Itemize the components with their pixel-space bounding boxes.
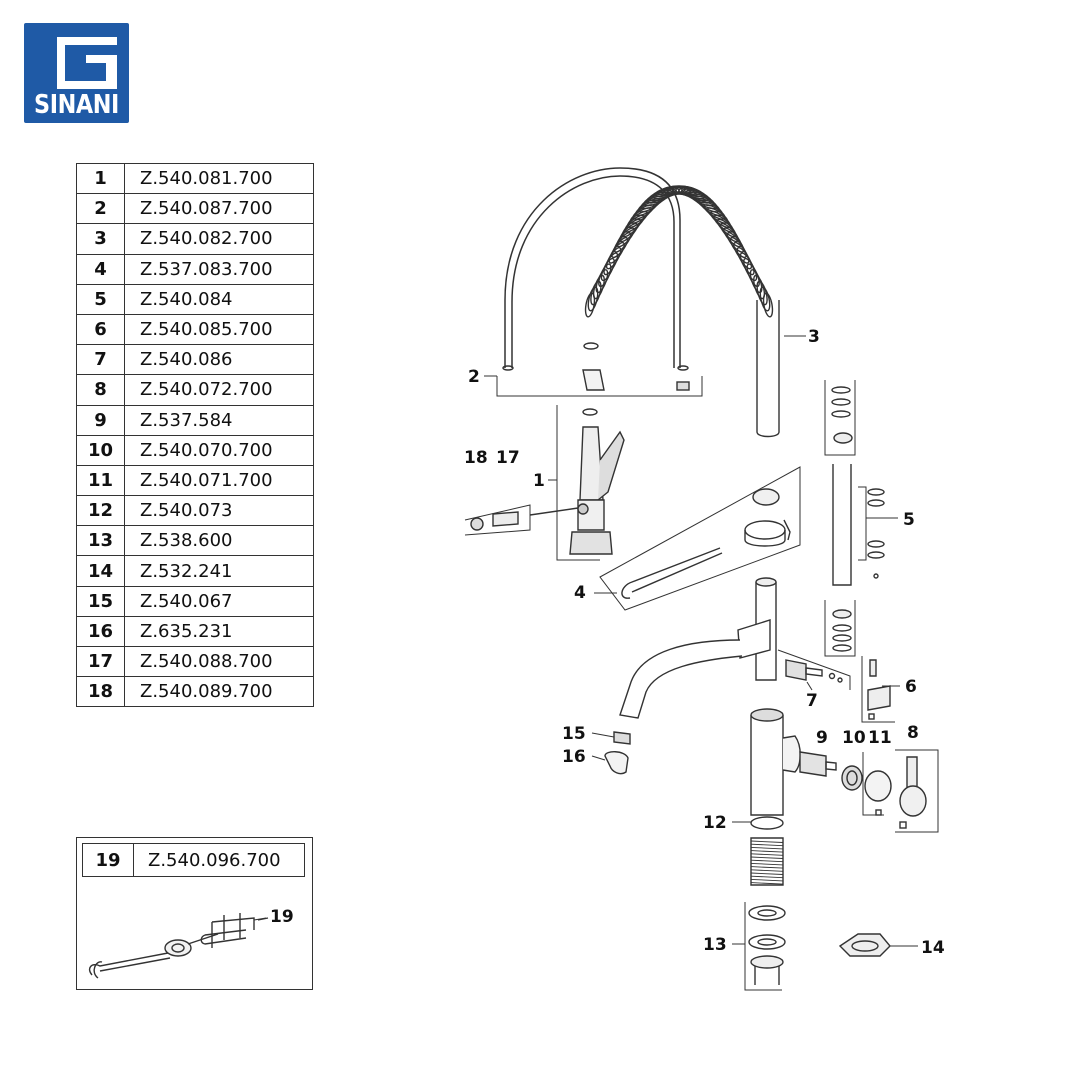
part-6-handle-pin — [861, 656, 895, 723]
part-9-cartridge — [799, 751, 837, 777]
callout-2: 2 — [468, 367, 480, 387]
logo-mark — [57, 37, 117, 89]
callout-8: 8 — [907, 723, 919, 743]
callout-6: 6 — [905, 677, 917, 697]
callout-15: 15 — [562, 724, 586, 744]
part-5-shaft — [824, 380, 885, 657]
callout-4: 4 — [574, 583, 586, 603]
leader-lines — [253, 335, 918, 947]
part-14-base-plate — [838, 933, 891, 957]
part-number: 2 — [76, 193, 125, 225]
callout-14: 14 — [921, 938, 945, 958]
part-code: Z.540.073 — [124, 495, 314, 527]
part-number: 8 — [76, 374, 125, 406]
part-4-hook — [599, 466, 801, 611]
accessory-bracket — [200, 913, 269, 948]
part-code: Z.540.081.700 — [124, 162, 314, 195]
part-code: Z.537.083.700 — [124, 253, 314, 285]
part-2-frame — [496, 342, 703, 397]
part-number: 1 — [76, 162, 125, 195]
parts-17-18 — [464, 504, 579, 536]
callout-19: 19 — [270, 907, 294, 927]
callout-11: 11 — [868, 728, 892, 748]
hose-tube — [756, 300, 780, 438]
accessory-code: Z.540.096.700 — [133, 843, 305, 877]
part-code: Z.540.087.700 — [124, 193, 314, 225]
part-number: 3 — [76, 223, 125, 255]
callout-17: 17 — [496, 448, 520, 468]
part-11-cap — [862, 752, 892, 816]
part-16-elbow — [604, 751, 629, 775]
callout-16: 16 — [562, 747, 586, 767]
part-number: 4 — [76, 253, 125, 285]
part-code: Z.540.071.700 — [124, 464, 314, 497]
part-code: Z.635.231 — [124, 615, 314, 648]
callout-18: 18 — [464, 448, 488, 468]
accessory-hook-tool — [88, 933, 219, 979]
accessory-row: 19 Z.540.096.700 — [82, 843, 305, 877]
part-code: Z.540.067 — [124, 585, 314, 617]
part-number: 10 — [76, 434, 125, 466]
part-15-aerator — [613, 731, 631, 745]
part-code: Z.537.584 — [124, 404, 314, 436]
part-number: 7 — [76, 344, 125, 376]
part-number: 13 — [76, 525, 125, 557]
accessory-box — [76, 837, 313, 990]
callout-9: 9 — [816, 728, 828, 748]
accessory-table: 19 Z.540.096.700 — [82, 843, 305, 877]
callout-1: 1 — [533, 471, 545, 491]
part-7-valve — [777, 649, 851, 690]
spray-nozzle — [556, 405, 625, 561]
logo-text: SINANI — [34, 90, 119, 120]
accessory-number: 19 — [82, 843, 134, 877]
callout-12: 12 — [703, 813, 727, 833]
part-10-ring — [841, 765, 863, 791]
part-code: Z.540.082.700 — [124, 223, 314, 255]
part-code: Z.540.089.700 — [124, 676, 314, 708]
part-number: 5 — [76, 283, 125, 315]
lower-body — [750, 708, 801, 816]
part-8-lever — [895, 749, 939, 833]
callout-7: 7 — [806, 691, 818, 711]
upper-arc — [502, 167, 689, 371]
part-number: 16 — [76, 615, 125, 648]
part-13-mounting-kit — [744, 902, 786, 991]
callout-13: 13 — [703, 935, 727, 955]
part-number: 6 — [76, 313, 125, 346]
callout-3: 3 — [808, 327, 820, 347]
part-number: 18 — [76, 676, 125, 708]
part-code: Z.540.086 — [124, 344, 314, 376]
part-number: 12 — [76, 495, 125, 527]
part-code: Z.540.085.700 — [124, 313, 314, 346]
faucet-body — [619, 577, 777, 719]
callout-10: 10 — [842, 728, 866, 748]
sinani-logo: SINANI — [24, 23, 129, 123]
threaded-rod — [750, 837, 784, 886]
part-code: Z.540.072.700 — [124, 374, 314, 406]
spring-coil — [584, 185, 774, 318]
part-12-washer — [750, 816, 784, 830]
part-code: Z.538.600 — [124, 525, 314, 557]
callout-5: 5 — [903, 510, 915, 530]
callout-labels: 1 2 3 4 5 6 7 8 9 10 11 12 13 14 15 16 1… — [270, 327, 945, 958]
